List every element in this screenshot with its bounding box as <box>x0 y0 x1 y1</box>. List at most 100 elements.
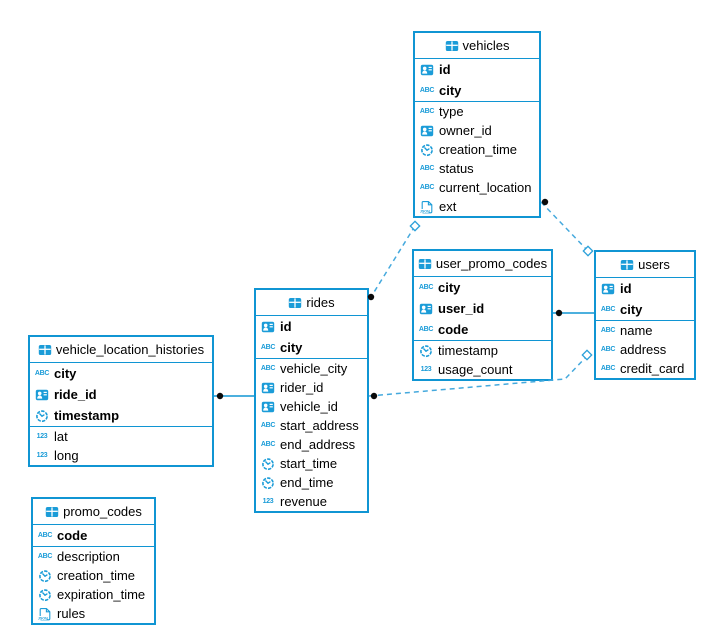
column-label: address <box>620 342 667 357</box>
column-row[interactable]: id <box>415 59 539 80</box>
uuid-icon <box>601 283 615 294</box>
text-icon: ABC <box>600 365 616 372</box>
text-icon: ABC <box>419 87 435 94</box>
column-row[interactable]: id <box>596 278 694 299</box>
column-row[interactable]: vehicle_id <box>256 397 367 416</box>
relation-endpoint-diamond <box>409 220 421 232</box>
column-row[interactable]: timestamp <box>30 405 212 426</box>
number-icon: 123 <box>36 452 48 459</box>
column-row[interactable]: 123 long <box>30 446 212 465</box>
column-row[interactable]: ABC address <box>596 340 694 359</box>
table-header[interactable]: promo_codes <box>33 499 154 525</box>
column-type-icon-box <box>33 388 51 402</box>
column-type-icon-box <box>417 302 435 316</box>
column-label: long <box>54 448 79 463</box>
timestamp-icon <box>36 409 48 422</box>
column-row[interactable]: id <box>256 316 367 337</box>
relation-line[interactable] <box>370 225 416 298</box>
table-icon-box <box>38 343 52 357</box>
column-type-icon-box <box>418 124 436 138</box>
column-label: credit_card <box>620 361 685 376</box>
table-header[interactable]: vehicle_location_histories <box>30 337 212 363</box>
column-label: user_id <box>438 301 485 316</box>
uuid-icon <box>419 303 433 314</box>
table-icon <box>38 344 52 355</box>
table-header[interactable]: rides <box>256 290 367 316</box>
column-row[interactable]: expiration_time <box>33 585 154 604</box>
table-icon <box>620 259 634 270</box>
relation-endpoint-dot <box>216 392 224 400</box>
column-row[interactable]: ABC credit_card <box>596 359 694 378</box>
relation-user_promo_codes-users[interactable] <box>553 309 594 317</box>
column-label: ext <box>439 199 457 214</box>
column-row[interactable]: creation_time <box>415 140 539 159</box>
relation-vehicle_location_histories-rides[interactable] <box>214 392 254 400</box>
uuid-icon <box>420 64 434 75</box>
column-row[interactable]: end_time <box>256 473 367 492</box>
uuid-icon <box>261 382 275 393</box>
column-type-icon-box <box>417 344 435 358</box>
text-icon: ABC <box>418 326 434 333</box>
table-icon <box>45 506 59 517</box>
column-type-icon-box: ABC <box>259 422 277 429</box>
text-icon: ABC <box>600 346 616 353</box>
table-header[interactable]: vehicles <box>415 33 539 59</box>
table-icon-box <box>45 505 59 519</box>
column-label: vehicle_id <box>280 399 338 414</box>
relation-vehicles-users[interactable] <box>540 198 594 257</box>
column-row[interactable]: timestamp <box>414 341 551 360</box>
column-type-icon-box: 123 <box>33 433 51 440</box>
column-label: creation_time <box>439 142 518 157</box>
column-type-icon-box <box>36 588 54 602</box>
relation-line[interactable] <box>540 201 589 252</box>
column-label: type <box>439 104 464 119</box>
column-row[interactable]: start_time <box>256 454 367 473</box>
column-row[interactable]: user_id <box>414 298 551 319</box>
table-icon <box>289 297 302 308</box>
text-icon: ABC <box>34 370 50 377</box>
svg-text:JSON: JSON <box>38 616 48 620</box>
column-type-icon-box: 123 <box>33 452 51 459</box>
column-type-icon-box: ABC <box>33 370 51 377</box>
column-type-icon-box: ABC <box>599 306 617 313</box>
table-header[interactable]: user_promo_codes <box>414 251 551 277</box>
table-icon <box>418 258 432 269</box>
table-header[interactable]: users <box>596 252 694 278</box>
column-row[interactable]: ride_id <box>30 384 212 405</box>
column-label: end_time <box>280 475 334 490</box>
column-row[interactable]: rider_id <box>256 378 367 397</box>
column-row[interactable]: owner_id <box>415 121 539 140</box>
column-row[interactable]: creation_time <box>33 566 154 585</box>
column-type-icon-box: JSON <box>418 200 436 214</box>
column-label: description <box>57 549 120 564</box>
